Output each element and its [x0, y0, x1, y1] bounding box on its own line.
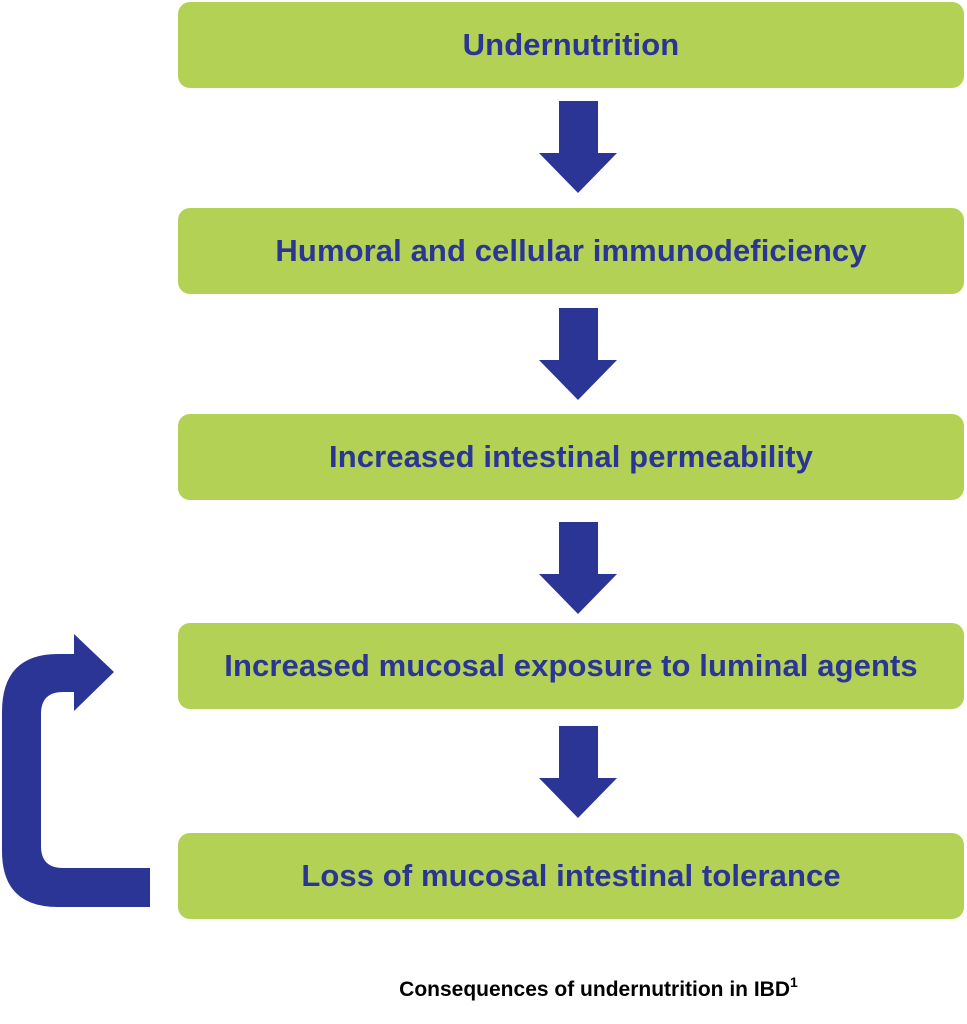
- down-arrow-icon: [539, 101, 617, 193]
- feedback-loop-arrow-icon: [2, 634, 150, 907]
- step-label: Undernutrition: [462, 27, 680, 62]
- step-box-permeability: Increased intestinal permeability: [178, 414, 964, 500]
- down-arrow-icon: [539, 726, 617, 818]
- step-box-undernutrition: Undernutrition: [178, 2, 964, 88]
- step-label: Loss of mucosal intestinal tolerance: [301, 858, 841, 893]
- step-box-loss-of-tolerance: Loss of mucosal intestinal tolerance: [178, 833, 964, 919]
- caption-text: Consequences of undernutrition in IBD: [399, 978, 791, 1001]
- step-label: Increased intestinal permeability: [329, 439, 813, 474]
- step-label: Humoral and cellular immunodeficiency: [275, 233, 867, 268]
- step-label: Increased mucosal exposure to luminal ag…: [224, 648, 918, 683]
- step-box-immunodeficiency: Humoral and cellular immunodeficiency: [178, 208, 964, 294]
- step-box-mucosal-exposure: Increased mucosal exposure to luminal ag…: [178, 623, 964, 709]
- figure-caption: Consequences of undernutrition in IBD1: [0, 974, 967, 1002]
- caption-superscript: 1: [790, 974, 798, 990]
- down-arrow-icon: [539, 522, 617, 614]
- down-arrow-icon: [539, 308, 617, 400]
